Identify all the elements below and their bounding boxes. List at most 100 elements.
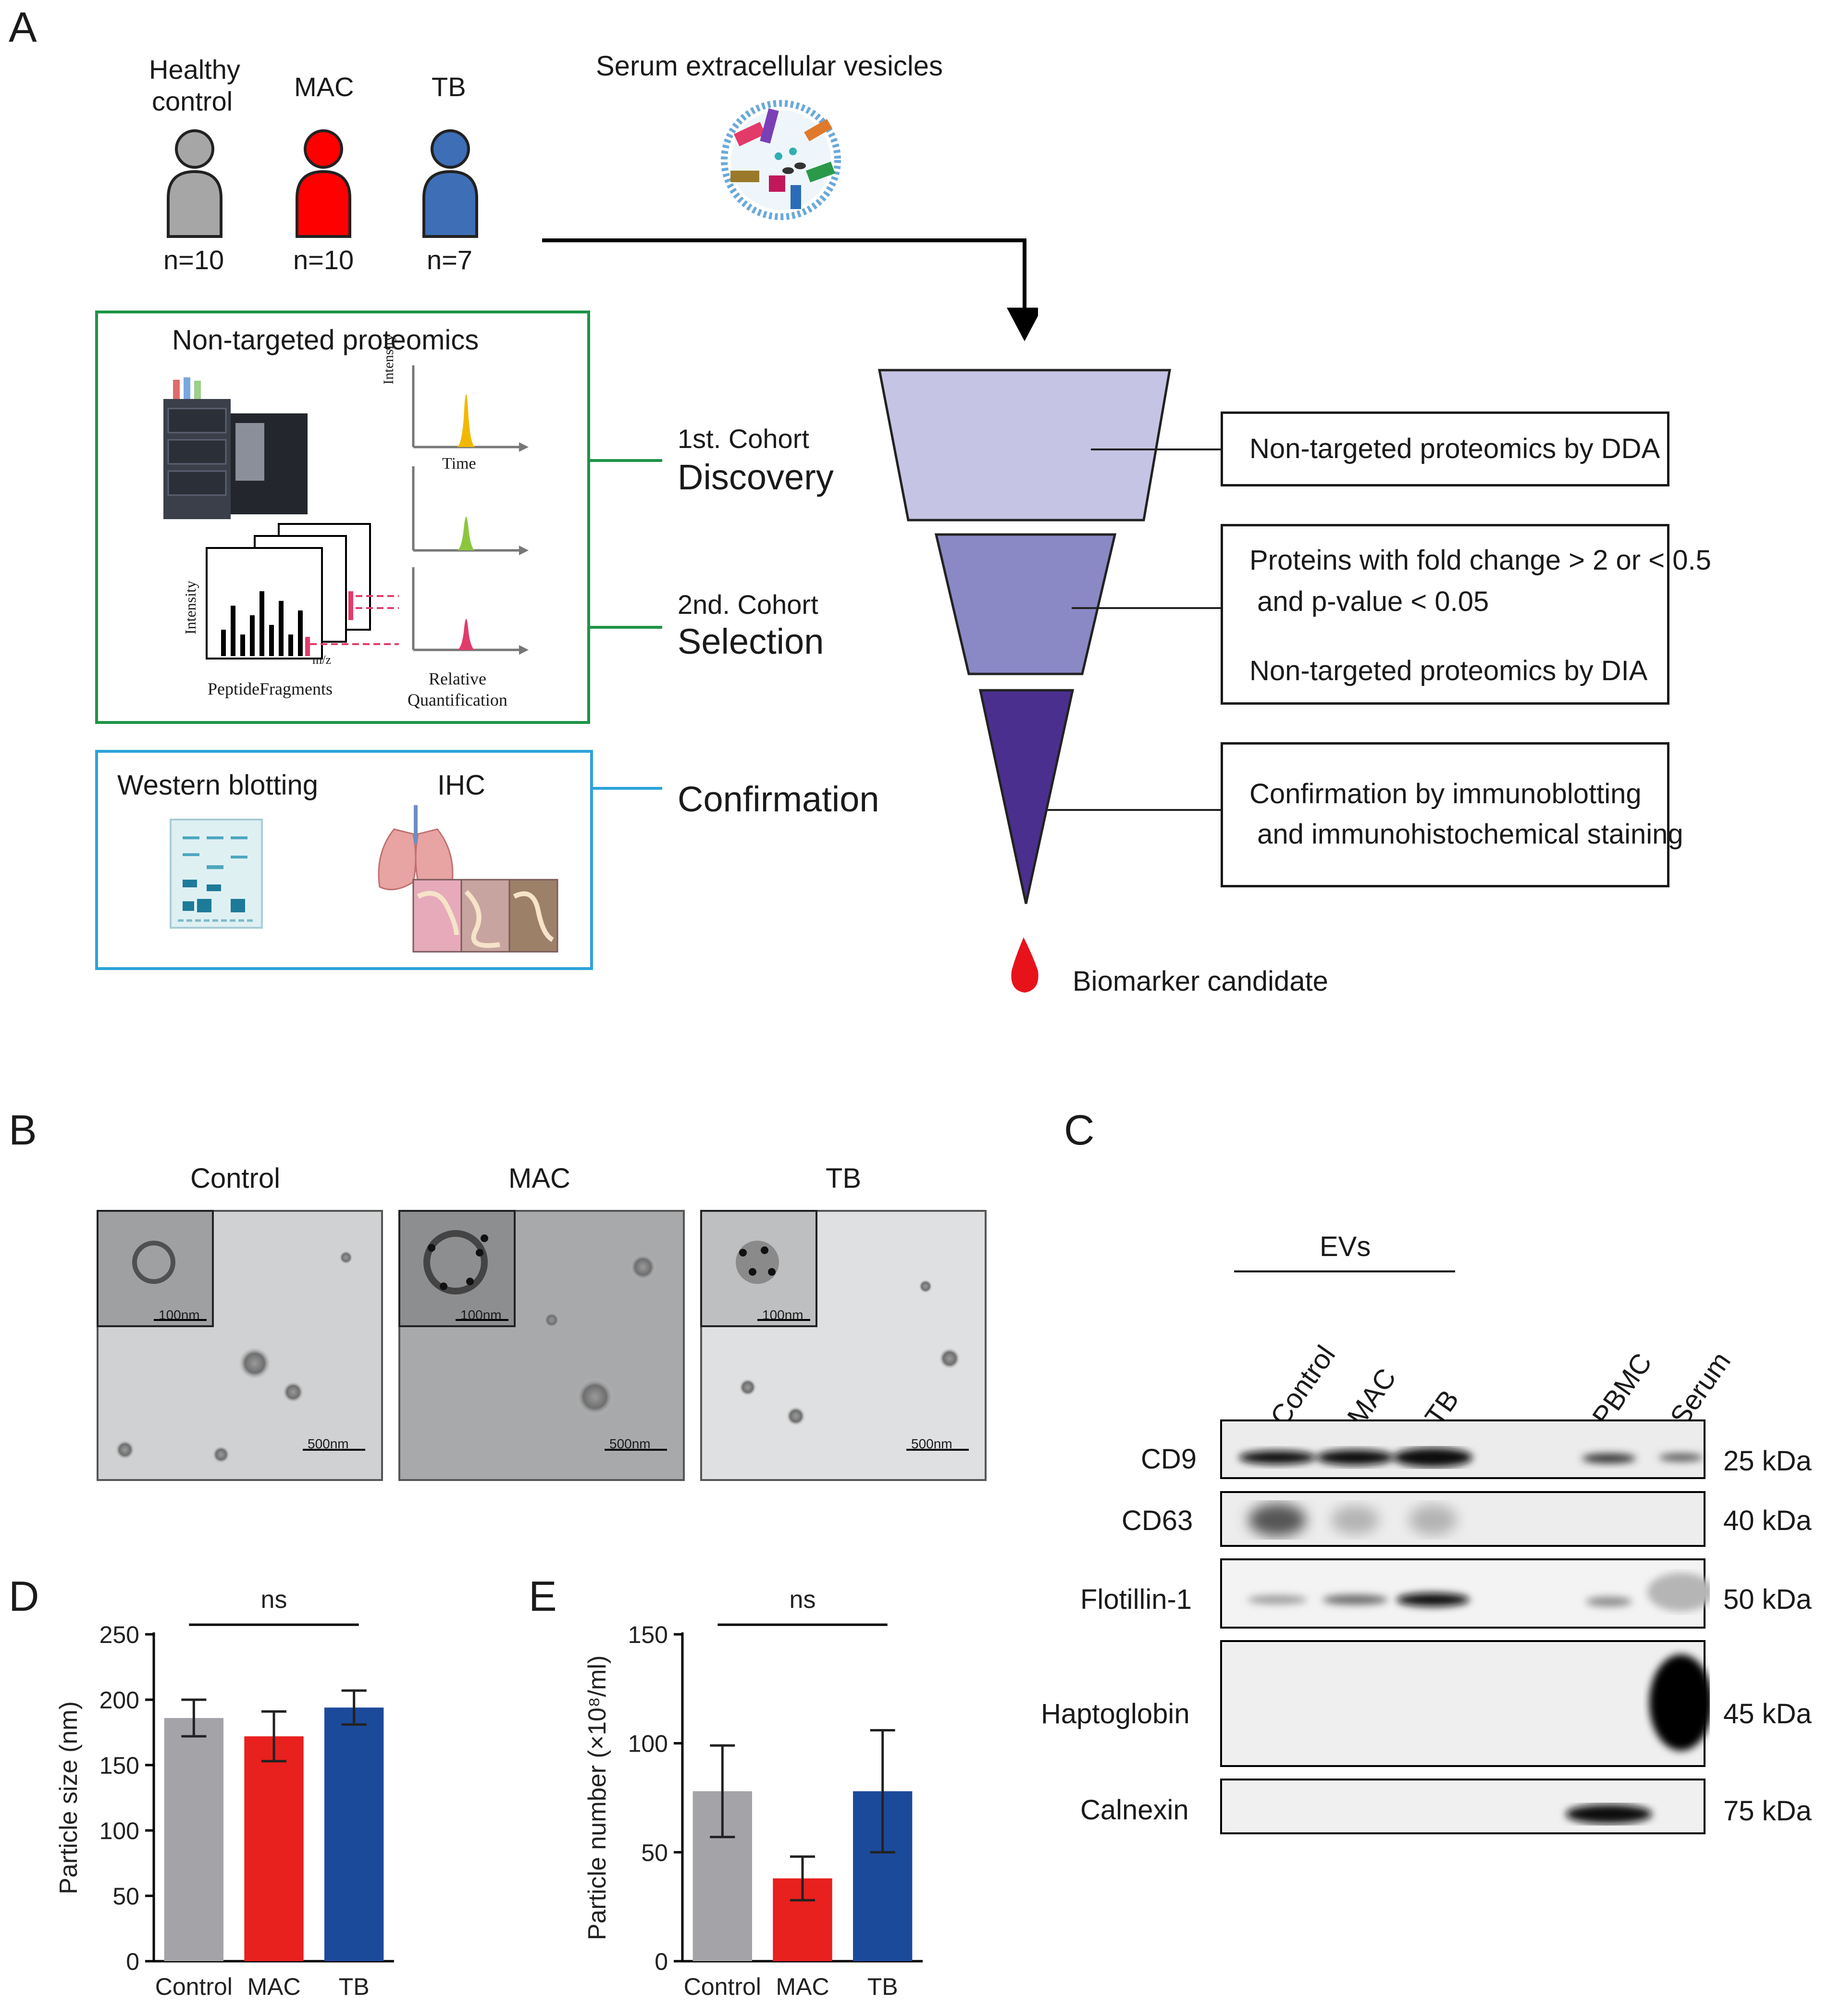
- evs-bracket-line: [1234, 1270, 1455, 1272]
- funnel-stage-discovery: [877, 369, 1171, 522]
- blot-kda-cd9: 25 kDa: [1723, 1445, 1812, 1477]
- stage1-name: Discovery: [678, 457, 834, 497]
- selection-text-3: Non-targeted proteomics by DIA: [1249, 655, 1648, 686]
- chart-d-xtick-label: Control: [155, 1973, 233, 2000]
- blot-label-cd63: CD63: [1122, 1505, 1193, 1536]
- blot-kda-flotillin: 50 kDa: [1723, 1584, 1812, 1615]
- ms-spectra-icon: [206, 523, 399, 660]
- proteomics-box: [95, 311, 590, 724]
- chart-e-significance-label: ns: [790, 1586, 816, 1614]
- blot-kda-haptoglobin: 45 kDa: [1723, 1698, 1812, 1730]
- serum-ev-label: Serum extracellular vesicles: [596, 50, 943, 82]
- tem-title-mac: MAC: [508, 1163, 570, 1194]
- confirmation-box: [95, 750, 593, 970]
- blot-cd9: [1220, 1419, 1705, 1479]
- lane-label-control: Control: [1264, 1340, 1342, 1431]
- chart-d-significance-label: ns: [261, 1586, 287, 1614]
- funnel-stage-selection: [934, 533, 1117, 675]
- biomarker-label: Biomarker candidate: [1073, 966, 1328, 997]
- western-blot-panels: [1220, 1419, 1710, 1834]
- blot-label-flotillin: Flotillin-1: [1080, 1584, 1192, 1615]
- chart-d-bar-mac: [244, 1736, 304, 1961]
- blot-label-calnexin: Calnexin: [1080, 1794, 1189, 1826]
- stage2-prefix: 2nd. Cohort: [678, 589, 818, 620]
- stage1-prefix: 1st. Cohort: [678, 423, 809, 454]
- blot-kda-calnexin: 75 kDa: [1723, 1795, 1812, 1827]
- chart-d-ytick-label: 250: [99, 1621, 139, 1648]
- inset-scale-control: 100nm: [159, 1307, 200, 1322]
- flow-arrow: [542, 238, 1038, 341]
- chart-e-ytick-label: 150: [628, 1621, 668, 1648]
- chart-d-bar-control: [164, 1718, 223, 1961]
- chart-e-ytick-label: 100: [628, 1730, 668, 1757]
- selection-box: [1221, 524, 1669, 705]
- chromatogram-plots: [412, 365, 529, 655]
- confirmation-text-box: [1221, 742, 1669, 887]
- chart-d-ytick-label: 200: [99, 1687, 139, 1714]
- chart-d-bar-tb: [324, 1707, 384, 1961]
- main-scale-control: 500nm: [308, 1436, 349, 1451]
- panel-label-e: E: [529, 1572, 557, 1620]
- blot-kda-cd63: 40 kDa: [1723, 1505, 1812, 1536]
- selection-text-2: and p-value < 0.05: [1249, 586, 1489, 617]
- chart-d-ytick-label: 100: [99, 1817, 139, 1844]
- ihc-label: IHC: [437, 770, 485, 801]
- group-person-icons: [167, 129, 478, 238]
- panel-label-a: A: [9, 3, 37, 51]
- spectra-intensity-label: Intensity: [182, 581, 199, 635]
- confirmation-text-2: and immunohistochemical staining: [1249, 819, 1683, 850]
- group-n-tb: n=7: [427, 245, 472, 275]
- evs-label: EVs: [1320, 1231, 1371, 1262]
- panel-label-c: C: [1064, 1106, 1095, 1154]
- ihc-lung-tissue-icon: [378, 805, 558, 953]
- group-label-tb: TB: [432, 72, 466, 102]
- confirmation-text-1: Confirmation by immunoblotting: [1249, 778, 1642, 809]
- western-blotting-label: Western blotting: [117, 770, 319, 801]
- extracellular-vesicle-icon: [721, 100, 841, 220]
- person-icon-tb: [422, 129, 478, 238]
- main-scale-mac: 500nm: [609, 1436, 651, 1451]
- proteomics-title: Non-targeted proteomics: [172, 324, 479, 356]
- inset-scale-tb: 100nm: [762, 1307, 803, 1322]
- relative-quantification-label: Relative Quantification: [408, 669, 507, 709]
- blot-label-cd9: CD9: [1141, 1444, 1197, 1475]
- tem-title-tb: TB: [826, 1163, 862, 1194]
- chart-d-ytick-label: 50: [112, 1883, 139, 1910]
- tem-images: [97, 1210, 987, 1481]
- group-label-healthy: Healthy control: [149, 54, 240, 116]
- chart-e-ytick-label: 0: [655, 1948, 668, 1975]
- western-blot-icon: [170, 819, 263, 929]
- tem-image-tb: [700, 1210, 987, 1481]
- group-n-healthy: n=10: [163, 245, 224, 275]
- inset-scale-mac: 100nm: [460, 1307, 502, 1322]
- chart-e-y-axis-label: Particle number (×10⁸/ml): [583, 1655, 611, 1941]
- group-n-mac: n=10: [293, 245, 354, 275]
- tem-title-control: Control: [190, 1163, 280, 1194]
- chart-d-y-axis-label: Particle size (nm): [55, 1701, 83, 1894]
- tem-image-control: [97, 1210, 383, 1481]
- blot-flotillin: [1220, 1558, 1705, 1629]
- dda-box: [1221, 411, 1669, 486]
- group-label-mac: MAC: [294, 72, 354, 102]
- funnel-stage-confirmation: [978, 689, 1075, 904]
- chrom-time-label: Time: [442, 455, 476, 473]
- main-scale-tb: 500nm: [911, 1436, 952, 1451]
- blot-haptoglobin: [1220, 1640, 1705, 1767]
- panel-label-d: D: [9, 1572, 39, 1620]
- spectra-mz-label: m/z: [312, 653, 331, 667]
- panel-label-b: B: [9, 1106, 37, 1154]
- blot-label-haptoglobin: Haptoglobin: [1041, 1698, 1190, 1730]
- person-icon-mac: [296, 129, 351, 238]
- peptide-fragments-label: PeptideFragments: [208, 679, 333, 698]
- person-icon-healthy: [167, 129, 222, 238]
- dda-text: Non-targeted proteomics by DDA: [1249, 433, 1660, 464]
- chart-d-ytick-label: 0: [126, 1948, 139, 1975]
- chart-d-xtick-label: MAC: [247, 1973, 300, 2000]
- chart-e-ytick-label: 50: [641, 1839, 668, 1866]
- mass-spectrometer-icon: [163, 377, 308, 519]
- blood-drop-icon: [1011, 937, 1038, 993]
- chart-e-xtick-label: TB: [867, 1973, 898, 2000]
- stage-connectors: [590, 459, 662, 790]
